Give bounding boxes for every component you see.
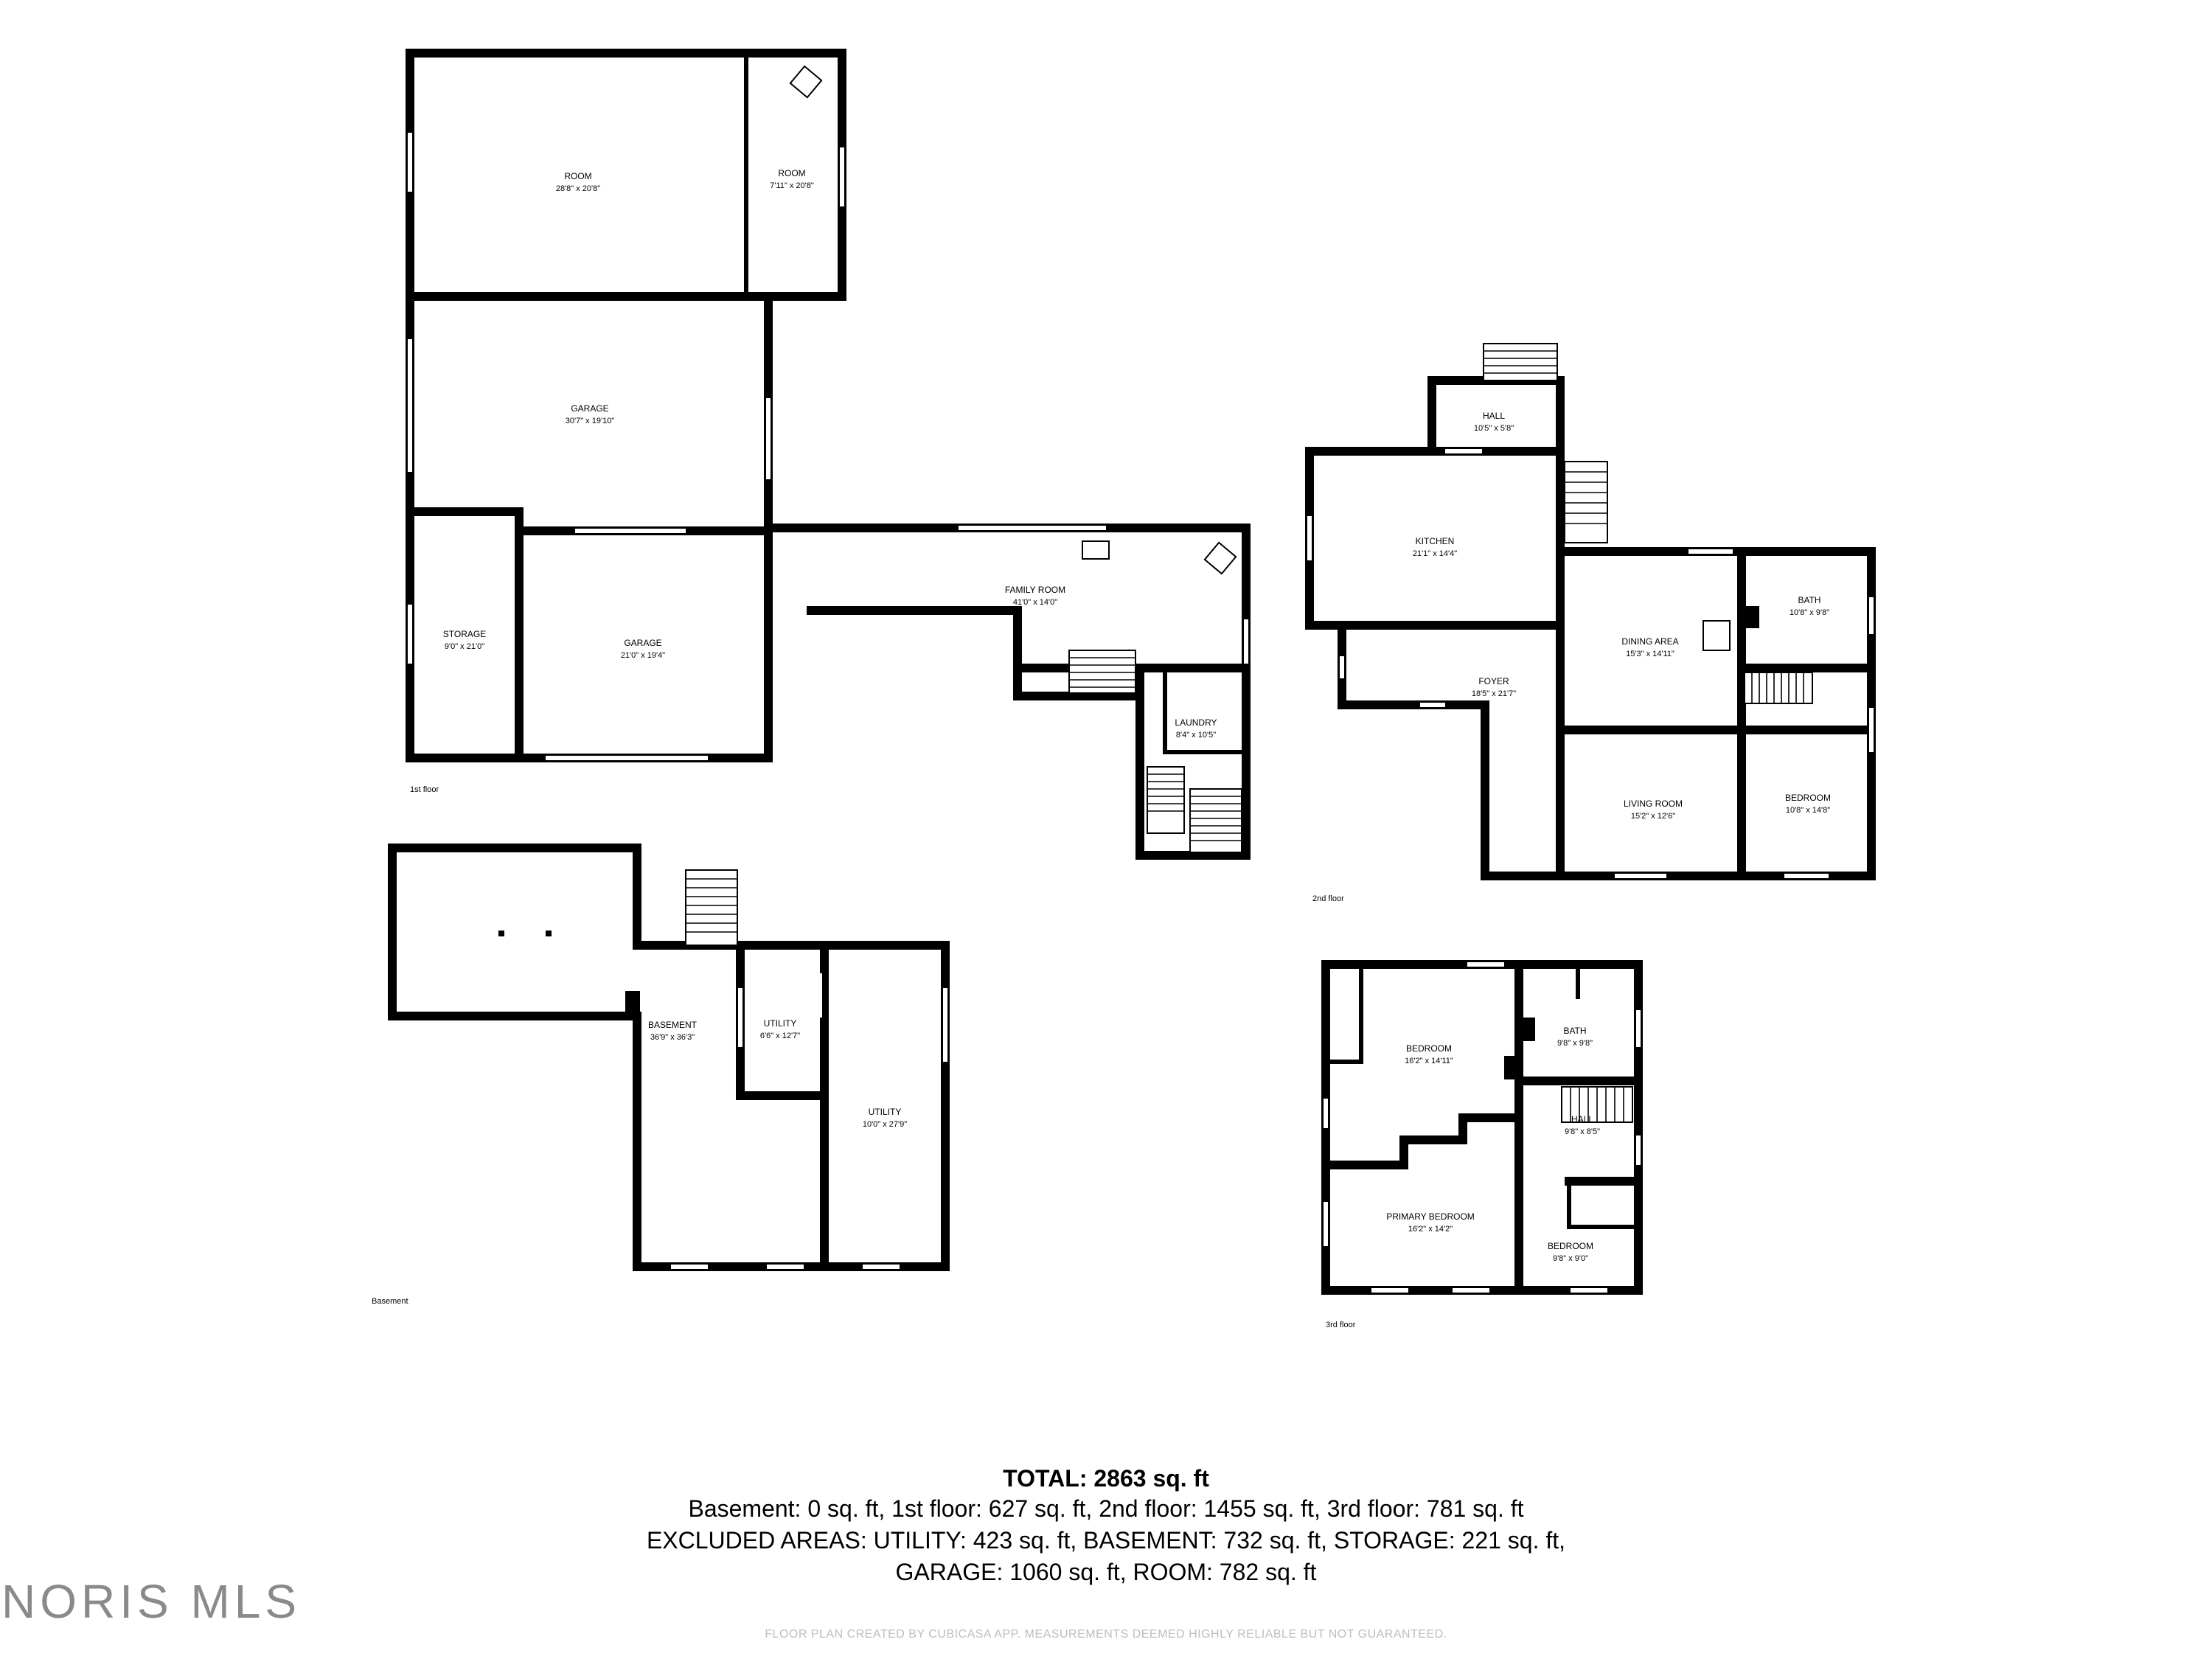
bath-stairs (1744, 672, 1813, 704)
second-bath-dims: 10'8" x 9'8" (1790, 608, 1829, 617)
second-top-stairs (1483, 343, 1558, 381)
mls-watermark: NORIS MLS (1, 1575, 302, 1628)
third-bedroom-name: BEDROOM (1406, 1043, 1452, 1054)
utility-small-dims: 6'6" x 12'7" (760, 1032, 800, 1040)
excluded-areas-line-2: GARAGE: 1060 sq. ft, ROOM: 782 sq. ft (895, 1559, 1317, 1585)
family-room-inner-wall (807, 606, 1144, 700)
floor-areas-line: Basement: 0 sq. ft, 1st floor: 627 sq. f… (688, 1495, 1524, 1522)
second-floor-label: 2nd floor (1312, 894, 1344, 903)
basement-plan: BASEMENT 36'9" x 36'3" UTILITY 6'6" x 12… (372, 844, 950, 1306)
garage-upper-dims: 30'7" x 19'10" (566, 417, 615, 425)
first-room-walls (406, 49, 846, 301)
second-side-stairs (1564, 461, 1608, 543)
living-name: LIVING ROOM (1624, 799, 1683, 809)
third-floor-plan: BEDROOM 16'2" x 14'11" BATH 9'8" x 9'8" … (1321, 960, 1643, 1329)
basement-label: Basement (372, 1297, 408, 1306)
family-room-name: FAMILY ROOM (1005, 585, 1065, 595)
second-bedroom-name: BEDROOM (1785, 793, 1831, 803)
utility-large-dims: 10'0" x 27'9" (863, 1120, 907, 1129)
laundry-stairs (1147, 766, 1242, 853)
third-bedroom-divider (1321, 1113, 1523, 1169)
third-hall-dims: 9'8" x 8'5" (1565, 1127, 1600, 1136)
kitchen-top-wall (1305, 447, 1565, 550)
utility-small-name: UTILITY (764, 1018, 797, 1029)
first-floor-label: 1st floor (410, 785, 439, 794)
first-room-large-dims: 28'8" x 20'8" (556, 184, 600, 193)
basement-outer-walls (388, 844, 950, 1271)
third-bedroom-dims: 16'2" x 14'11" (1405, 1057, 1453, 1065)
dining-name: DINING AREA (1621, 636, 1678, 647)
second-outer-walls (1338, 547, 1876, 880)
family-room-dims: 41'0" x 14'0" (1013, 598, 1057, 607)
third-bath-dims: 9'8" x 9'8" (1557, 1039, 1593, 1048)
third-floor-label: 3rd floor (1326, 1321, 1356, 1329)
kitchen-name: KITCHEN (1416, 536, 1455, 546)
foyer-dims: 18'5" x 21'7" (1472, 689, 1516, 698)
hall-name: HALL (1483, 411, 1505, 421)
third-hall-name: HALL (1571, 1114, 1593, 1124)
first-room-large-name: ROOM (564, 171, 591, 181)
family-room-stairs (1068, 650, 1136, 694)
third-small-bedroom-dims: 9'8" x 9'0" (1553, 1254, 1588, 1263)
third-bath-name: BATH (1563, 1026, 1586, 1036)
third-hall-stairs (1561, 1086, 1633, 1123)
second-bath-name: BATH (1798, 595, 1820, 605)
credit-note: FLOOR PLAN CREATED BY CUBICASA APP. MEAS… (765, 1628, 1447, 1641)
garage-upper-name: GARAGE (571, 403, 608, 414)
primary-bedroom-dims: 16'2" x 14'2" (1408, 1225, 1453, 1234)
second-floor-plan: HALL 10'5" x 5'8" KITCHEN 21'1" x 14'4" … (1305, 343, 1876, 903)
basement-dims: 36'9" x 36'3" (650, 1033, 695, 1042)
basement-name: BASEMENT (648, 1020, 698, 1030)
first-floor-plan: ROOM 28'8" x 20'8" ROOM 7'11" x 20'8" GA… (406, 49, 1251, 860)
utility-large-name: UTILITY (869, 1107, 902, 1117)
third-closet-wall (1324, 965, 1363, 1064)
first-room-small-dims: 7'11" x 20'8" (770, 181, 814, 190)
storage-dims: 9'0" x 21'0" (445, 642, 484, 651)
living-dims: 15'2" x 12'6" (1631, 812, 1675, 821)
laundry-dims: 8'4" x 10'5" (1176, 731, 1216, 740)
dining-dims: 15'3" x 14'11" (1626, 650, 1674, 658)
third-closet-small (1567, 1179, 1641, 1229)
third-small-bedroom-name: BEDROOM (1548, 1241, 1593, 1251)
total-area: TOTAL: 2863 sq. ft (1003, 1465, 1209, 1492)
area-summary: TOTAL: 2863 sq. ft Basement: 0 sq. ft, 1… (0, 1464, 2212, 1588)
first-room-small-name: ROOM (778, 168, 805, 178)
kitchen-left-wall (1305, 447, 1565, 630)
second-bedroom-dims: 10'8" x 14'8" (1786, 806, 1830, 815)
foyer-name: FOYER (1478, 676, 1509, 686)
hall-dims: 10'5" x 5'8" (1474, 424, 1514, 433)
excluded-areas-line: EXCLUDED AREAS: UTILITY: 423 sq. ft, BAS… (646, 1527, 1566, 1554)
basement-stairs (685, 869, 738, 946)
laundry-wall (1163, 666, 1248, 754)
garage-lower-name: GARAGE (624, 638, 661, 648)
laundry-name: LAUNDRY (1175, 717, 1217, 728)
kitchen-dims: 21'1" x 14'4" (1413, 549, 1457, 558)
primary-bedroom-name: PRIMARY BEDROOM (1386, 1211, 1475, 1222)
garage-lower-dims: 21'0" x 19'4" (621, 651, 665, 660)
storage-name: STORAGE (443, 629, 486, 639)
